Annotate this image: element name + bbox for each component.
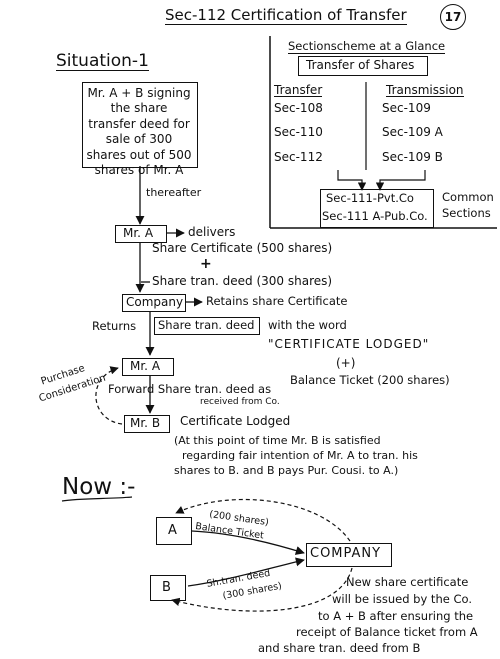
transfer-item-1: Sec-108: [274, 101, 323, 115]
now-heading: Now :-: [62, 474, 136, 500]
returns-label: Returns: [92, 319, 137, 333]
situation-note-line-3: shares to B. and B pays Pur. Cousi. to A…: [174, 464, 399, 477]
plus-sign: +: [200, 256, 212, 272]
received-from-label: received from Co.: [200, 397, 280, 407]
signing-box: [82, 82, 198, 168]
common-section-pub: Sec-111 A-Pub.Co.: [322, 209, 428, 223]
page-number: 17: [444, 10, 462, 24]
thereafter-label: thereafter: [146, 186, 202, 199]
common-label-2: Sections: [442, 206, 491, 220]
transfer-item-2: Sec-110: [274, 125, 323, 139]
now-a-box: [156, 517, 192, 545]
balance-ticket-label: Balance Ticket (200 shares): [290, 373, 450, 387]
arrow-b-to-company: [187, 557, 305, 587]
common-label-1: Common: [442, 190, 494, 204]
transmission-item-2: Sec-109 A: [382, 125, 443, 139]
transmission-item-3: Sec-109 B: [382, 150, 443, 164]
paren-plus: (+): [336, 356, 356, 370]
now-note-line-3: to A + B after ensuring the: [318, 609, 474, 623]
glance-frame: [269, 36, 497, 229]
arrow-company-to-b: [171, 567, 353, 612]
mr-a-box: [115, 225, 167, 243]
page-title: Sec-112 Certification of Transfer: [165, 6, 407, 25]
situation-note-line-1: (At this point of time Mr. B is satisfie…: [174, 434, 381, 447]
certificate-lodged-label: Certificate Lodged: [180, 414, 291, 428]
company-label: Company: [126, 295, 184, 309]
now-company-label: COMPANY: [310, 546, 382, 561]
now-company-box: [306, 543, 392, 567]
transfer-item-3: Sec-112: [274, 150, 323, 164]
situation-note-line-2: regarding fair intention of Mr. A to tra…: [182, 449, 418, 462]
col-transfer-header: Transfer: [274, 83, 323, 97]
signing-box-text: Mr. A + B signing the share transfer dee…: [86, 86, 192, 178]
col-transmission-header: Transmission: [386, 83, 464, 97]
arrow-purchase-consideration: [95, 366, 123, 425]
returned-deed-box: [154, 317, 260, 335]
common-section-pvt: Sec-111-Pvt.Co: [326, 191, 414, 205]
mr-b-label: Mr. B: [130, 416, 161, 430]
page-number-badge: 17: [440, 4, 466, 30]
common-sections-box: [320, 189, 434, 228]
certificate-lodged-word: "CERTIFICATE LODGED": [268, 337, 430, 351]
glance-subtitle-box: [298, 56, 428, 76]
now-note-line-2: will be issued by the Co.: [332, 592, 472, 606]
now-a-label: A: [168, 523, 177, 538]
delivers-label: delivers: [188, 225, 236, 239]
returned-deed-label: Share tran. deed: [158, 318, 255, 332]
forward-label: Forward Share tran. deed as: [108, 382, 272, 396]
now-note-line-4: receipt of Balance ticket from A: [296, 625, 478, 639]
with-the-word-label: with the word: [268, 318, 347, 332]
share-certificate-label: Share Certificate (500 shares): [152, 241, 333, 255]
glance-title: Sectionscheme at a Glance: [288, 39, 446, 54]
mr-a-label: Mr. A: [123, 226, 154, 240]
share-tran-deed-label: Share tran. deed (300 shares): [152, 274, 333, 288]
glance-arrow-transfer: [337, 170, 367, 191]
glance-subtitle: Transfer of Shares: [306, 58, 415, 72]
company-box: [122, 294, 186, 312]
now-note-line-1: New share certificate: [346, 575, 469, 589]
now-b-box: [150, 575, 186, 601]
transmission-item-1: Sec-109: [382, 101, 431, 115]
mr-b-box: [124, 415, 170, 433]
arrow-a-to-company: [191, 530, 305, 555]
now-b-label: B: [162, 580, 171, 595]
mr-a-label-2: Mr. A: [130, 359, 161, 373]
retains-label: Retains share Certificate: [206, 294, 348, 308]
glance-arrow-transmission: [375, 170, 426, 191]
mr-a-box-2: [122, 358, 174, 376]
now-note-line-5: and share tran. deed from B: [258, 641, 421, 655]
now-underline: [61, 496, 133, 502]
situation-heading: Situation-1: [56, 51, 149, 71]
